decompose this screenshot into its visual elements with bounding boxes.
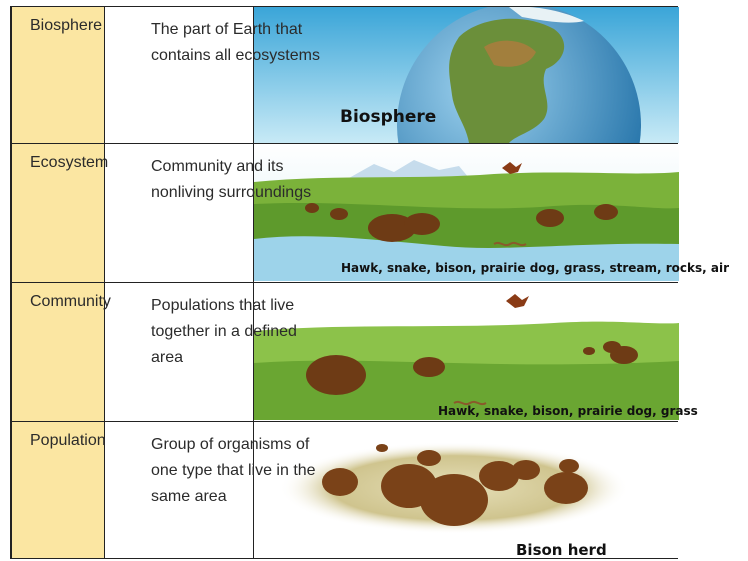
population-caption: Bison herd (516, 541, 607, 559)
term-community: Community (30, 293, 111, 311)
definition-ecosystem: Community and its nonliving surroundings (151, 154, 321, 206)
definition-biosphere: The part of Earth that contains all ecos… (151, 17, 321, 69)
row-population: Bison herd Population Group of organisms… (10, 422, 678, 559)
row-ecosystem: Hawk, snake, bison, prairie dog, grass, … (10, 144, 678, 283)
community-caption: Hawk, snake, bison, prairie dog, grass (438, 404, 698, 418)
row-biosphere: Biosphere Biosphere The part of Earth th… (10, 6, 678, 144)
levels-of-organization-table: Biosphere Biosphere The part of Earth th… (10, 6, 678, 559)
ecosystem-caption: Hawk, snake, bison, prairie dog, grass, … (341, 261, 729, 275)
definition-population: Group of organisms of one type that live… (151, 432, 321, 510)
term-ecosystem: Ecosystem (30, 154, 108, 172)
table-left-border (10, 6, 12, 559)
row-community: Hawk, snake, bison, prairie dog, grass C… (10, 283, 678, 422)
term-population: Population (30, 432, 106, 450)
biosphere-caption: Biosphere (340, 107, 436, 127)
definition-community: Populations that live together in a defi… (151, 293, 321, 371)
term-biosphere: Biosphere (30, 17, 102, 35)
